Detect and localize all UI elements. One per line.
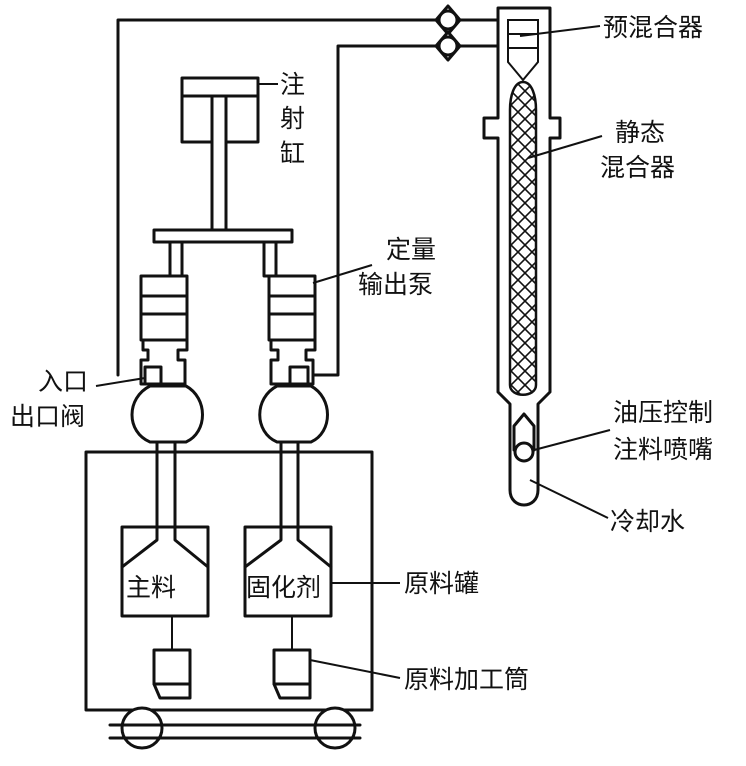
feed-tube-left — [155, 440, 177, 532]
label-injection-cylinder-2: 射 — [280, 104, 305, 133]
feed-tube-right — [279, 440, 300, 532]
metering-pump-right — [262, 240, 317, 386]
label-nozzle-1: 油压控制 — [613, 398, 713, 427]
check-valve-lower — [434, 30, 462, 62]
leader-metering-pump — [312, 264, 373, 284]
check-valve-upper — [434, 4, 462, 36]
leader-premixer — [519, 25, 601, 37]
label-inlet-outlet-valve-2: 出口阀 — [10, 402, 85, 431]
label-injection-cylinder-3: 缸 — [280, 139, 305, 168]
label-premixer: 预混合器 — [603, 13, 703, 42]
label-static-mixer-2: 混合器 — [600, 153, 675, 182]
label-main-material: 主料 — [126, 573, 176, 602]
metering-pump-left — [139, 240, 189, 386]
nozzle-ball — [512, 412, 536, 463]
label-curing-agent: 固化剂 — [246, 573, 321, 602]
valve-bulb-right — [258, 384, 329, 444]
leader-static-mixer — [527, 135, 603, 159]
label-nozzle-2: 注料喷嘴 — [613, 435, 713, 464]
injection-cylinder — [152, 76, 294, 244]
label-cooling-water: 冷却水 — [610, 507, 685, 536]
label-processing-cylinder: 原料加工筒 — [404, 665, 529, 694]
label-static-mixer-1: 静态 — [615, 118, 665, 147]
processing-cylinder-right — [272, 648, 312, 700]
tank-main-material — [120, 525, 210, 618]
tank-curing-agent — [243, 525, 333, 618]
feed-pipes — [116, 18, 500, 377]
label-metering-pump-1: 定量 — [386, 235, 436, 264]
equipment-frame — [84, 450, 374, 712]
label-metering-pump-2: 输出泵 — [358, 270, 433, 299]
cart-wheels — [108, 706, 362, 750]
static-mixer-element — [508, 80, 538, 396]
processing-cylinder-left — [152, 648, 192, 700]
leader-inlet-outlet-valve — [95, 377, 146, 387]
leader-processing-cylinder — [309, 659, 401, 679]
label-raw-tank: 原料罐 — [404, 569, 479, 598]
valve-bulb-left — [130, 384, 204, 444]
leader-nozzle — [533, 429, 611, 451]
label-injection-cylinder-1: 注 — [280, 70, 305, 99]
leader-cooling-water — [529, 479, 609, 519]
label-inlet-outlet-valve-1: 入口 — [38, 367, 88, 396]
